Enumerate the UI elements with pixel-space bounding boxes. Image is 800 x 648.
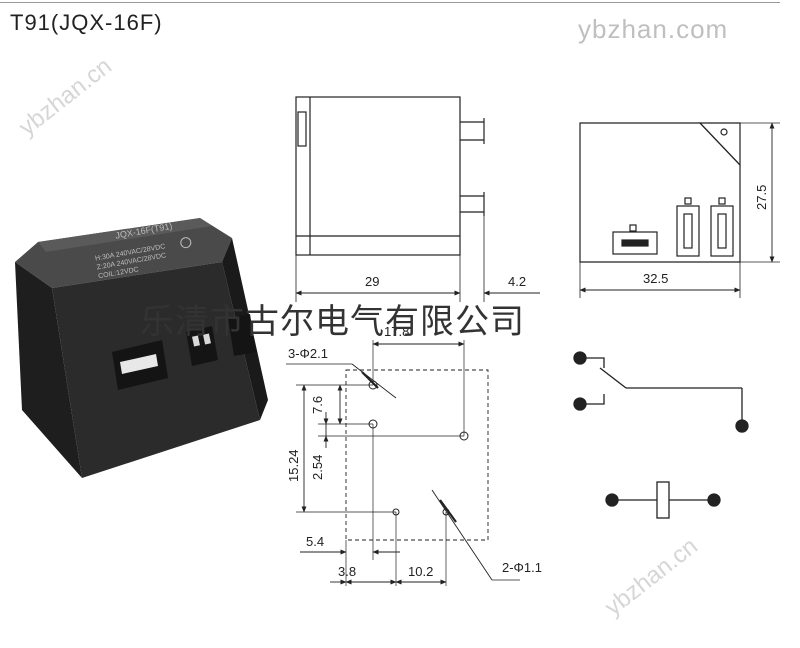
dim-15-24: 15.24: [286, 449, 301, 482]
site-watermark: ybzhan.com: [578, 14, 729, 44]
contact-schematic: [573, 351, 749, 433]
side-view: [295, 96, 540, 302]
dim-side-pin: 4.2: [508, 274, 526, 289]
dim-2-54: 2.54: [310, 455, 325, 480]
dim-side-width: 29: [365, 274, 379, 289]
dim-5-4: 5.4: [306, 534, 324, 549]
dim-top-height: 27.5: [754, 185, 769, 210]
dim-hole-small: 2-Φ1.1: [502, 560, 542, 575]
coil-schematic: [605, 481, 721, 519]
dim-pitch-17-8: 17.8: [384, 324, 409, 339]
top-view: [579, 122, 780, 298]
dim-10-2: 10.2: [408, 564, 433, 579]
dim-top-width: 32.5: [643, 271, 668, 286]
company-name: 乐清市古尔电气有限公司: [140, 302, 525, 342]
top-rule: [0, 2, 780, 3]
pcb-footprint: [286, 340, 520, 586]
relay-photo: JQX-16F(T91) H:30A 240VAC/28VDC Z:20A 24…: [15, 218, 268, 478]
dim-hole-big: 3-Φ2.1: [288, 346, 328, 361]
dim-7-6: 7.6: [310, 396, 325, 414]
page-title: T91(JQX-16F): [10, 10, 163, 35]
dim-3-8: 3.8: [338, 564, 356, 579]
